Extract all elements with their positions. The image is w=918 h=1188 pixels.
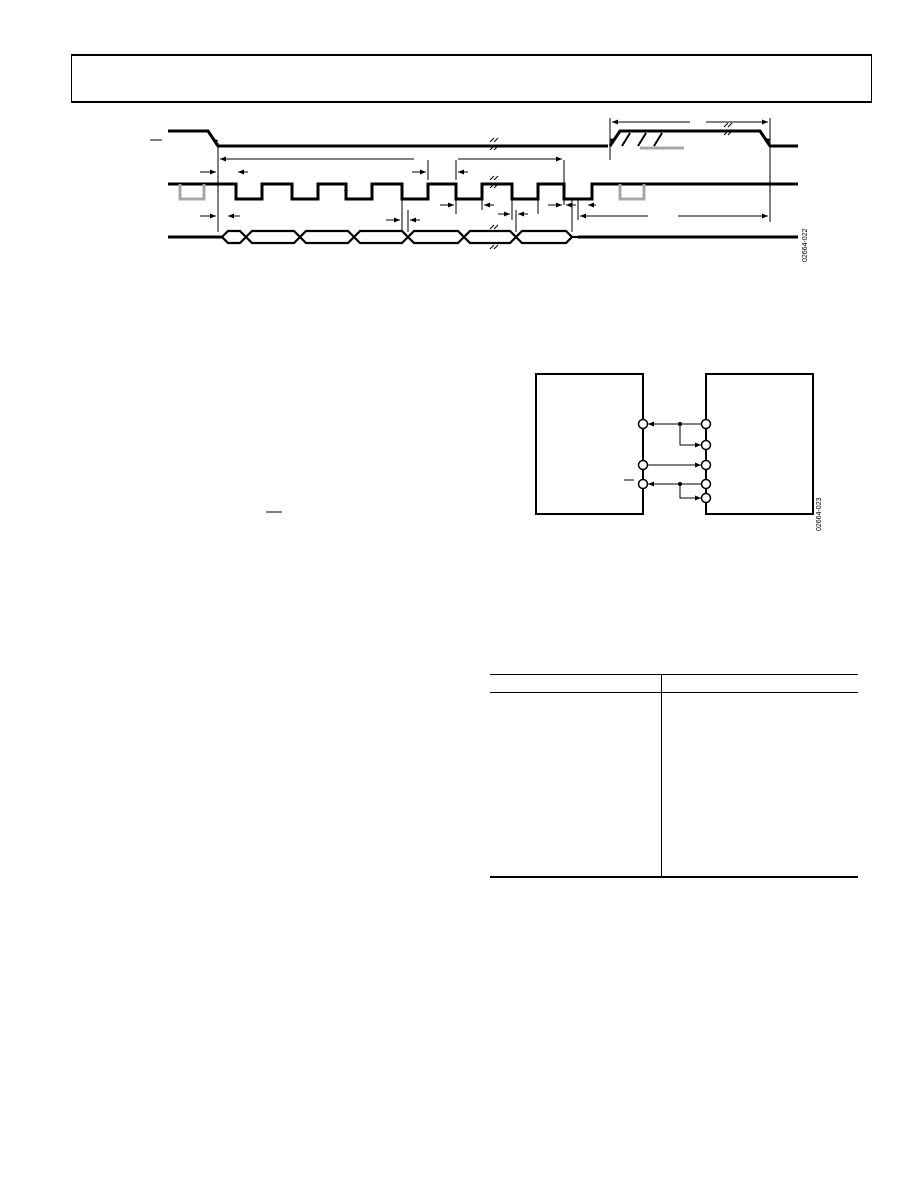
hatch-region	[621, 132, 663, 147]
pin	[637, 478, 649, 490]
dout-bits	[220, 229, 578, 245]
pin	[637, 418, 649, 430]
dout-bit	[514, 229, 574, 245]
timing-annotations	[150, 118, 771, 232]
dout-bit	[298, 229, 356, 245]
pin	[700, 418, 712, 430]
dout-bit	[244, 229, 302, 245]
hatch-line	[621, 132, 631, 147]
arrow-head	[566, 202, 572, 208]
hatch-line	[653, 132, 663, 147]
connection-figure-id: 02664-023	[816, 497, 823, 531]
arrow-head	[410, 217, 416, 223]
ghost-pulses	[178, 146, 684, 201]
table-column-divider	[661, 674, 662, 877]
arrow-head	[762, 119, 768, 125]
arrow-head	[344, 186, 348, 191]
arrow-head	[420, 169, 426, 175]
timing-traces	[168, 129, 798, 239]
connection-diagram	[535, 373, 814, 515]
arrow-head	[695, 462, 701, 468]
arrow-head	[484, 202, 490, 208]
timing-figure-id: 02664-022	[802, 228, 809, 262]
break-mark-sclk	[489, 175, 499, 189]
arrow-head	[448, 202, 454, 208]
dout-bit	[406, 229, 466, 245]
hatch-line	[637, 132, 647, 147]
arrow-head	[648, 481, 654, 487]
dout-bit	[462, 229, 518, 245]
wire	[679, 424, 701, 446]
arrow-head	[518, 211, 524, 217]
sclk-trace	[168, 182, 798, 201]
connection-wires	[266, 423, 701, 513]
dout-bit	[220, 229, 248, 245]
arrow-head	[210, 169, 216, 175]
pin	[700, 459, 712, 471]
arrow-head	[504, 211, 510, 217]
arrow-head	[762, 213, 768, 219]
arrow-head	[220, 156, 226, 162]
arrow-head	[610, 138, 615, 145]
arrow-head	[648, 421, 654, 427]
pin	[700, 492, 712, 504]
connection-nodes	[648, 421, 701, 501]
arrow-head	[458, 169, 464, 175]
arrow-head	[556, 202, 562, 208]
arrow-head	[556, 156, 562, 162]
arrow-head	[213, 139, 218, 146]
page-header-box	[71, 54, 872, 103]
arrow-head	[612, 119, 618, 125]
pin	[637, 459, 649, 471]
break-mark-dout	[489, 224, 499, 250]
arrow-head	[394, 217, 400, 223]
table-bottom-rule	[490, 876, 858, 878]
table-header-rule	[490, 692, 858, 693]
connection-pins	[637, 418, 712, 504]
arrow-head	[580, 213, 586, 219]
wire	[679, 484, 701, 499]
break-mark-cs	[489, 137, 499, 151]
pin	[700, 478, 712, 490]
table-top-rule	[490, 674, 858, 675]
arrow-head	[695, 495, 701, 501]
break-marks	[489, 122, 733, 250]
device-block	[705, 373, 814, 515]
junction-dot	[678, 482, 682, 486]
ghost-pulse-left	[178, 184, 206, 201]
dout-bit	[352, 229, 410, 245]
arrow-head	[228, 213, 234, 219]
arrow-head	[238, 169, 244, 175]
break-mark-cs-top	[723, 122, 733, 136]
ghost-pulse-right	[618, 184, 646, 201]
junction-dot	[678, 422, 682, 426]
arrow-head	[765, 138, 770, 145]
arrow-head	[588, 202, 594, 208]
arrow-head	[210, 213, 216, 219]
arrow-heads	[210, 119, 770, 223]
cs-trace	[168, 129, 798, 148]
arrow-head	[695, 442, 701, 448]
host-block	[535, 373, 644, 515]
pin	[700, 439, 712, 451]
